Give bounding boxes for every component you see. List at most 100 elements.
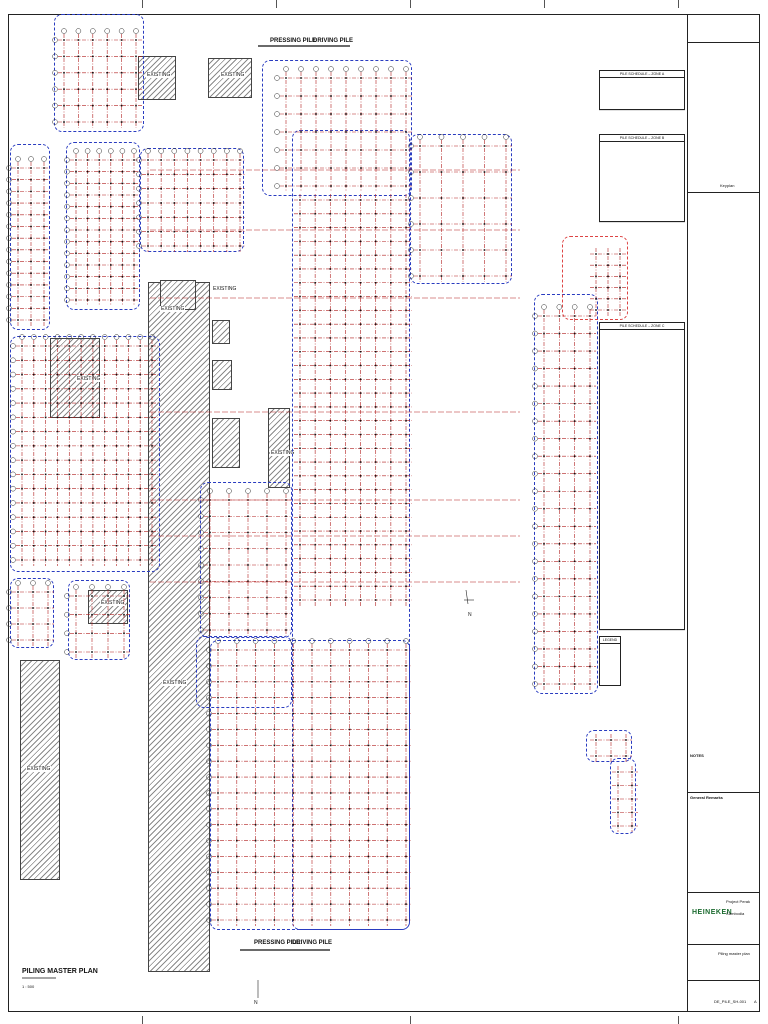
pile-marker <box>405 199 407 201</box>
pile-marker <box>558 315 561 317</box>
pile-marker <box>217 855 219 858</box>
pile-marker <box>75 287 77 290</box>
pile-marker <box>273 792 276 794</box>
pile-marker <box>21 473 23 476</box>
grid-bubble <box>10 414 16 421</box>
pile-marker <box>619 286 621 289</box>
pile-marker <box>405 530 407 532</box>
grid-bubble <box>101 334 108 340</box>
grid-bubble <box>532 348 538 354</box>
pile-marker <box>405 337 407 339</box>
pile-marker <box>344 337 347 339</box>
pile-marker <box>106 72 108 74</box>
pile-marker <box>121 252 124 255</box>
pile-marker <box>330 131 332 133</box>
pile-marker <box>375 77 377 79</box>
pile-marker <box>121 159 124 161</box>
pile-marker <box>228 547 230 550</box>
grid-bubble <box>245 488 251 494</box>
pile-marker <box>273 680 276 683</box>
pile-marker <box>147 187 149 190</box>
pile-marker <box>299 212 301 215</box>
pile-marker <box>199 187 202 190</box>
pile-marker <box>314 364 316 367</box>
pile-marker <box>589 332 591 335</box>
pile-marker <box>390 571 392 574</box>
pile-marker <box>619 253 621 255</box>
pile-marker <box>595 264 597 266</box>
pile-marker <box>543 630 545 633</box>
pile-marker <box>21 359 23 362</box>
pile-marker <box>631 784 633 787</box>
pile-marker <box>209 531 211 534</box>
pile-marker <box>386 903 388 905</box>
pile-marker <box>98 240 100 243</box>
pile-marker <box>86 170 89 173</box>
pile-schedule-table: PILE SCHEDULE – ZONE B <box>599 134 685 222</box>
pile-marker <box>292 887 294 890</box>
pile-marker <box>374 309 377 312</box>
pile-marker <box>44 559 47 561</box>
grid-bubble <box>64 238 70 245</box>
pile-marker <box>21 544 23 547</box>
grid-bubble <box>64 250 70 257</box>
grid-bubble <box>481 134 488 140</box>
pile-marker <box>285 531 287 534</box>
grid-bubble <box>532 663 538 670</box>
pile-marker <box>21 487 23 490</box>
pile-marker <box>135 88 137 90</box>
pile-marker <box>236 712 238 715</box>
grid-bubble <box>30 580 36 586</box>
pile-marker <box>344 502 347 505</box>
pile-marker <box>299 281 301 284</box>
pile-marker <box>80 487 82 490</box>
pile-marker <box>133 240 135 243</box>
pile-marker <box>21 430 23 433</box>
pile-marker <box>405 571 407 574</box>
pile-marker <box>33 544 35 547</box>
pile-marker <box>462 249 464 251</box>
pile-marker <box>405 447 407 450</box>
pile-marker <box>374 199 377 201</box>
pile-marker <box>314 350 316 353</box>
pile-marker <box>405 167 407 169</box>
pile-marker <box>573 560 576 563</box>
pile-marker <box>56 530 59 533</box>
pile-marker <box>573 648 576 650</box>
pile-marker <box>330 113 332 115</box>
pile-marker <box>390 599 392 601</box>
pile-marker <box>30 202 32 204</box>
pile-marker <box>625 755 627 757</box>
pile-marker <box>386 887 388 890</box>
pile-marker <box>405 488 407 491</box>
pile-marker <box>43 167 45 169</box>
pile-marker <box>374 433 377 436</box>
pile-marker <box>440 171 443 173</box>
grid-bubble <box>532 488 538 494</box>
grid-bubble <box>136 200 142 206</box>
pile-marker <box>315 149 317 151</box>
pile-marker <box>314 516 316 519</box>
grid-bubble <box>64 168 70 175</box>
pile-marker <box>300 131 302 133</box>
grid-bubble <box>6 589 12 595</box>
pile-marker <box>505 171 507 173</box>
pile-marker <box>505 197 507 199</box>
pile-marker <box>273 823 276 826</box>
pile-marker <box>607 309 609 311</box>
pile-marker <box>92 459 94 461</box>
pile-marker <box>68 345 71 347</box>
pile-marker <box>127 345 130 347</box>
pile-marker <box>558 543 561 545</box>
pile-marker <box>217 665 219 667</box>
pile-marker <box>103 359 106 362</box>
pile-marker <box>285 131 287 133</box>
north-arrow-icon <box>465 589 469 605</box>
pile-marker <box>266 612 268 615</box>
pile-zone <box>410 134 512 284</box>
pile-marker <box>120 88 123 90</box>
drawing-number: DE_PILE_SH-001 <box>714 999 747 1004</box>
grid-bubble <box>206 679 212 685</box>
pile-marker <box>121 287 124 290</box>
pile-marker <box>92 121 94 123</box>
